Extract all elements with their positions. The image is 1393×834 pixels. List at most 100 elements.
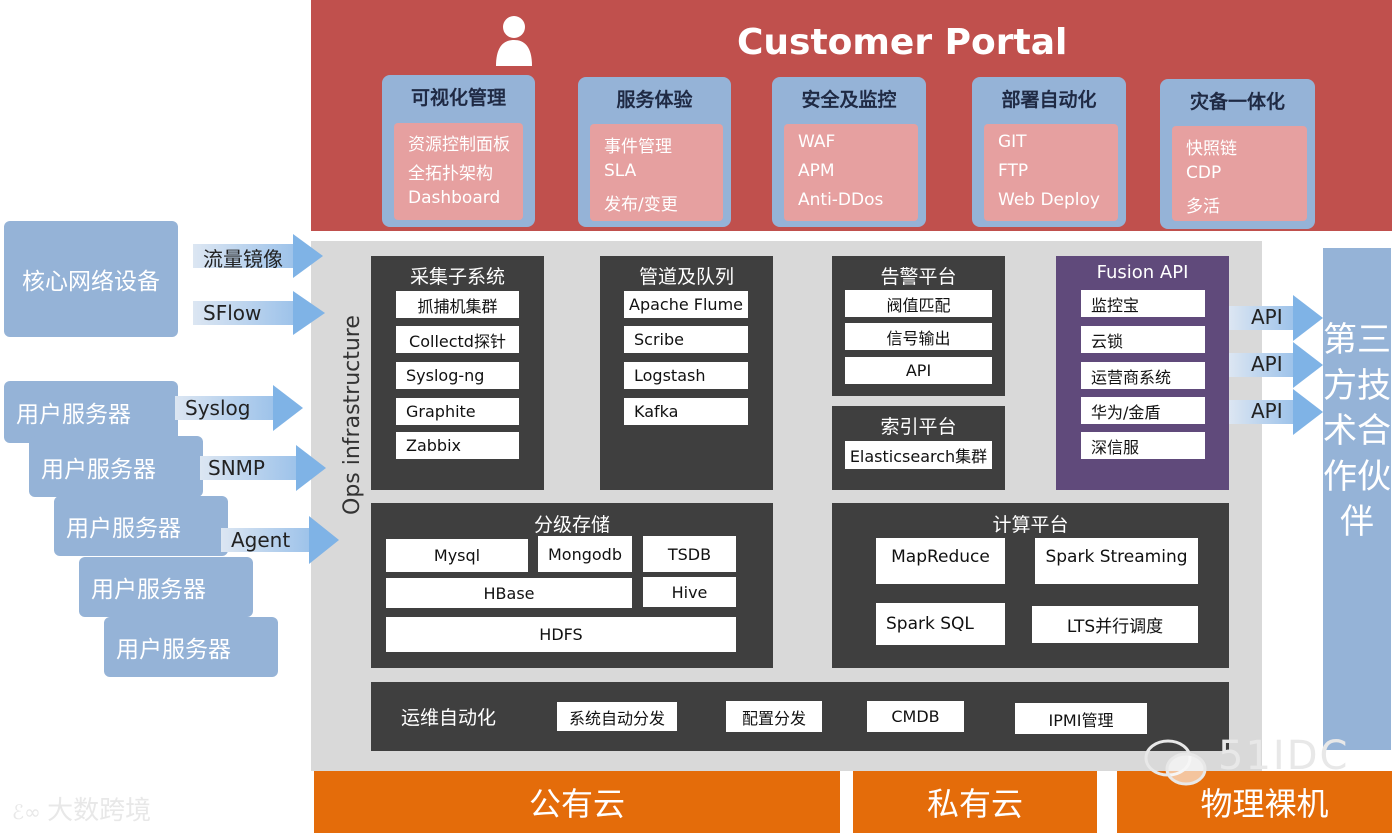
card-item: GIT <box>998 132 1027 152</box>
card-item: Dashboard <box>408 188 501 208</box>
arrow-head-icon <box>293 291 325 335</box>
card-title: 安全及监控 <box>801 89 897 111</box>
fusion-item: 深信服 <box>1081 432 1205 459</box>
portal-card-deploy: 部署自动化 GIT FTP Web Deploy <box>972 77 1126 227</box>
pipeline-item: Apache Flume <box>624 291 748 318</box>
card-item: 资源控制面板 <box>408 135 510 155</box>
card-item: Web Deploy <box>998 190 1100 210</box>
user-icon <box>496 16 532 66</box>
arrow-head-icon <box>293 234 323 278</box>
arrow-head-icon <box>1293 295 1323 341</box>
automation-item: 系统自动分发 <box>557 702 677 731</box>
arrow-head-icon <box>1293 389 1323 435</box>
arrow-label: Syslog <box>185 396 251 420</box>
private-cloud: 私有云 <box>853 771 1097 833</box>
fusion-item: 监控宝 <box>1081 290 1205 317</box>
arrow-head-icon <box>309 516 339 564</box>
card-item: CDP <box>1186 163 1222 183</box>
api-arrow: API <box>1229 389 1323 435</box>
arrow-sflow: SFlow <box>193 291 325 335</box>
collect-item: Syslog-ng <box>396 362 519 389</box>
bare-metal: 物理裸机 <box>1117 771 1392 833</box>
fusion-item: 华为/金盾 <box>1081 397 1205 424</box>
ops-infrastructure-label: Ops infrastructure <box>340 315 365 515</box>
storage-item: TSDB <box>643 536 736 572</box>
collect-item: 抓捕机集群 <box>396 291 519 318</box>
storage-item: HDFS <box>386 617 736 652</box>
card-title: 可视化管理 <box>410 87 506 109</box>
index-title: 索引平台 <box>880 416 957 438</box>
portal-title: Customer Portal <box>737 22 1068 63</box>
arrow-snmp: SNMP <box>200 445 326 491</box>
watermark-51idc: 51IDC <box>1218 733 1350 779</box>
card-item: APM <box>798 161 835 181</box>
collect-item: Zabbix <box>396 432 519 459</box>
user-server-label: 用户服务器 <box>91 577 206 603</box>
storage-item: Mysql <box>386 539 528 572</box>
watermark-dashu-label: 大数跨境 <box>47 796 152 826</box>
portal-card-visualization: 可视化管理 资源控制面板 全拓扑架构 Dashboard <box>382 75 535 227</box>
card-title: 服务体验 <box>616 89 693 111</box>
arrow-head-icon <box>1293 342 1323 388</box>
core-network-device: 核心网络设备 <box>4 221 178 337</box>
watermark-dashu: ℰ∞ 大数跨境 <box>12 796 152 826</box>
collect-item: Graphite <box>396 398 519 425</box>
collect-title: 采集子系统 <box>409 266 505 288</box>
user-server: 用户服务器 <box>4 381 178 443</box>
pipeline-item: Kafka <box>624 398 748 425</box>
card-item: FTP <box>998 161 1029 181</box>
arrow-label: SFlow <box>203 301 262 325</box>
private-cloud-label: 私有云 <box>926 785 1023 823</box>
card-item: Anti-DDos <box>798 190 884 210</box>
api-arrow: API <box>1229 295 1323 341</box>
portal-card-disaster-recovery: 灾备一体化 快照链 CDP 多活 <box>1160 79 1315 229</box>
arrow-label: 流量镜像 <box>203 247 283 271</box>
user-server: 用户服务器 <box>104 617 278 677</box>
compute-item: MapReduce <box>876 538 1005 584</box>
portal-card-service: 服务体验 事件管理 SLA 发布/变更 <box>578 77 731 227</box>
card-title: 部署自动化 <box>1001 89 1097 111</box>
api-label: API <box>1251 352 1283 376</box>
user-server-label: 用户服务器 <box>116 637 231 663</box>
arrow-agent: Agent <box>221 516 339 564</box>
storage-item: Hive <box>643 577 736 607</box>
pipeline-item: Logstash <box>624 362 748 389</box>
card-title: 灾备一体化 <box>1189 91 1285 113</box>
compute-title: 计算平台 <box>992 514 1069 536</box>
storage-item: HBase <box>386 578 632 608</box>
third-party-partner-panel <box>1323 248 1391 750</box>
user-server: 用户服务器 <box>29 436 203 497</box>
card-item: 全拓扑架构 <box>408 164 493 184</box>
card-item: SLA <box>604 161 637 181</box>
user-server: 用户服务器 <box>54 496 228 556</box>
user-server-label: 用户服务器 <box>66 516 181 542</box>
storage-title: 分级存储 <box>533 514 610 536</box>
compute-item: Spark Streaming <box>1035 538 1198 584</box>
alert-item: 阀值匹配 <box>845 290 992 317</box>
card-item: 事件管理 <box>604 137 672 157</box>
arrow-label: SNMP <box>208 456 265 480</box>
arrow-label: Agent <box>231 528 291 552</box>
bare-metal-label: 物理裸机 <box>1200 785 1329 823</box>
arrow-head-icon <box>273 385 303 431</box>
user-server-label: 用户服务器 <box>16 402 131 428</box>
alert-item: API <box>845 357 992 384</box>
api-label: API <box>1251 399 1283 423</box>
card-item: WAF <box>798 132 836 152</box>
arrow-syslog: Syslog <box>175 385 303 431</box>
api-label: API <box>1251 305 1283 329</box>
fusion-title: Fusion API <box>1096 262 1189 283</box>
index-item: Elasticsearch集群 <box>845 441 992 469</box>
third-party-partner-label: 第三方技术合作伙伴 <box>1323 320 1391 542</box>
automation-item: 配置分发 <box>726 701 822 732</box>
api-arrow: API <box>1229 342 1323 388</box>
wechat-icon <box>1144 739 1207 786</box>
pipeline-title: 管道及队列 <box>638 266 734 288</box>
collect-item: Collectd探针 <box>396 326 519 353</box>
compute-item: Spark SQL <box>876 603 1005 645</box>
public-cloud-label: 公有云 <box>528 785 625 823</box>
fusion-item: 云锁 <box>1081 326 1205 353</box>
public-cloud: 公有云 <box>314 771 840 833</box>
compute-item: LTS并行调度 <box>1032 606 1198 643</box>
core-network-device-label: 核心网络设备 <box>22 269 160 295</box>
